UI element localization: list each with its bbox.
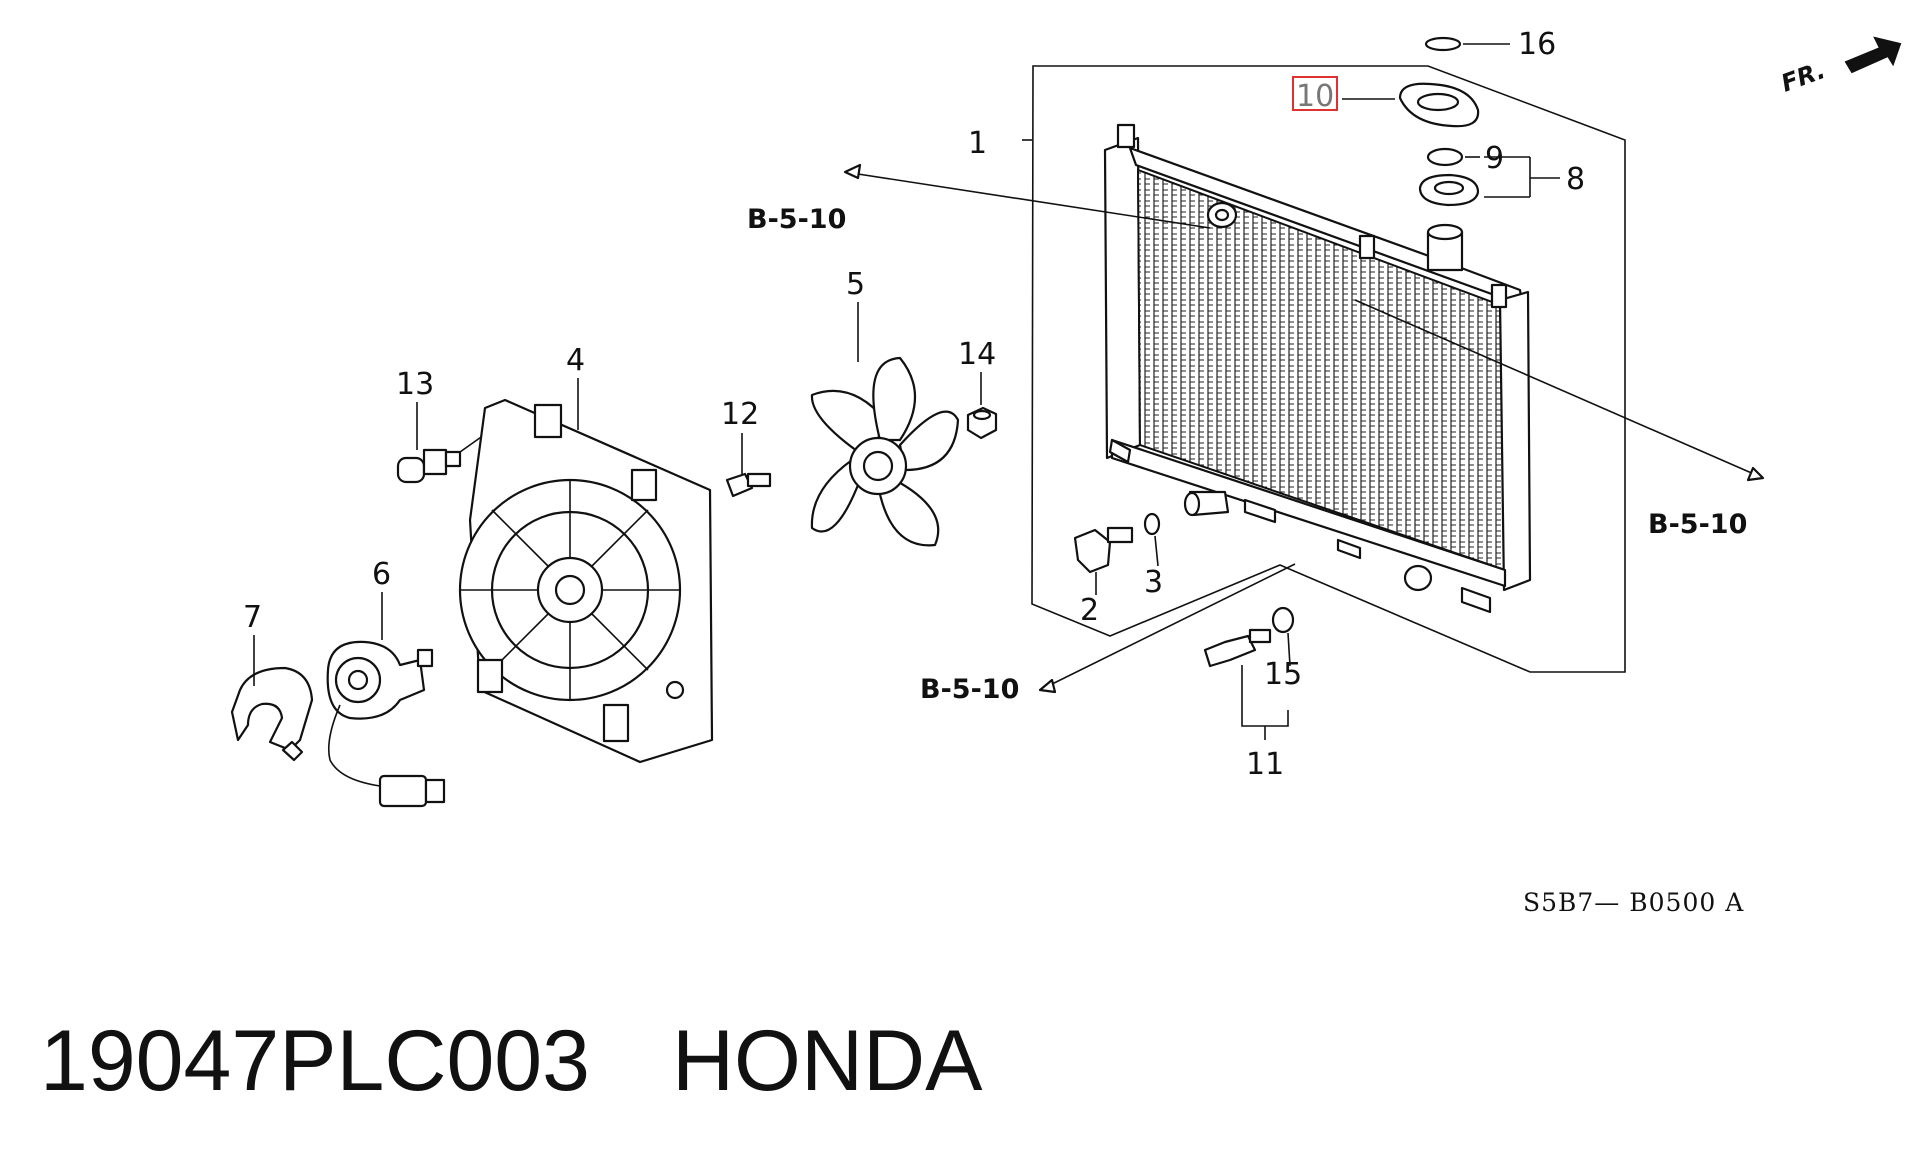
brand-name: HONDA xyxy=(671,1013,983,1109)
cooling-fan-5[interactable] xyxy=(810,356,960,547)
front-direction-arrow-icon xyxy=(1844,36,1902,74)
callout-9: 9 xyxy=(1485,141,1504,176)
temp-sensor-11[interactable] xyxy=(1203,628,1272,668)
front-direction-label: FR. xyxy=(1777,56,1828,98)
callout-10: 10 xyxy=(1296,79,1334,114)
o-ring-16[interactable] xyxy=(1424,36,1462,52)
callout-11: 11 xyxy=(1246,747,1284,782)
washer-9[interactable] xyxy=(1426,147,1464,167)
callout-13: 13 xyxy=(396,367,434,402)
fan-motor-6[interactable] xyxy=(326,640,446,808)
reference-label-top-left: B-5-10 xyxy=(747,204,846,235)
part-number: 19047PLC003 xyxy=(40,1013,590,1109)
washer-3[interactable] xyxy=(1143,512,1161,536)
callout-5: 5 xyxy=(846,267,865,302)
callout-7: 7 xyxy=(243,600,262,635)
caption: 19047PLC003 HONDA xyxy=(40,1012,983,1111)
radiator-cap-8[interactable] xyxy=(1418,173,1480,207)
callout-4: 4 xyxy=(566,343,585,378)
reference-label-right: B-5-10 xyxy=(1648,509,1747,540)
diagram-code: S5B7— B0500 A xyxy=(1523,888,1745,917)
motor-bracket-7[interactable] xyxy=(230,666,314,762)
highlight-box xyxy=(1292,76,1338,111)
callout-1: 1 xyxy=(968,126,987,161)
fan-shroud-4[interactable] xyxy=(458,398,714,764)
assembly-bracket xyxy=(1031,65,1626,673)
drain-plug-2[interactable] xyxy=(1073,526,1134,574)
callout-8: 8 xyxy=(1566,162,1585,197)
bolt-13[interactable] xyxy=(396,448,462,484)
callout-3: 3 xyxy=(1144,565,1163,600)
callout-16: 16 xyxy=(1518,27,1556,62)
callout-14: 14 xyxy=(958,337,996,372)
radiator[interactable] xyxy=(1103,123,1532,614)
callout-6: 6 xyxy=(372,557,391,592)
reference-label-bottom: B-5-10 xyxy=(920,674,1019,705)
nut-14[interactable] xyxy=(966,406,998,440)
cap-seal-10[interactable] xyxy=(1398,82,1480,128)
bolt-12[interactable] xyxy=(725,472,772,498)
callout-12: 12 xyxy=(721,397,759,432)
washer-15[interactable] xyxy=(1271,606,1295,634)
callout-15: 15 xyxy=(1264,657,1302,692)
callout-2: 2 xyxy=(1080,593,1099,628)
